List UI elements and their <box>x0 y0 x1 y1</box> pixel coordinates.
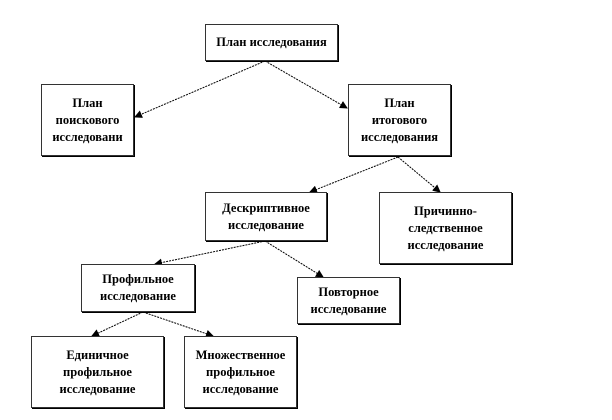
node-label: следственное <box>408 220 483 235</box>
node-label: исследования <box>360 129 439 144</box>
node-label: План исследования <box>216 35 327 49</box>
arrow-descriptive-to-repeated <box>264 240 324 278</box>
node-profile: Профильное исследование <box>81 264 195 312</box>
node-label: профильное <box>206 364 275 379</box>
node-label: Причинно- <box>414 203 477 218</box>
node-exploratory-plan: План поискового исследовани <box>41 84 134 156</box>
node-label: исследование <box>407 237 484 252</box>
node-research-plan: План исследования <box>205 24 338 61</box>
arrow-final-to-causal <box>397 156 441 193</box>
node-label: Единичное <box>66 347 129 362</box>
node-label: профильное <box>63 364 132 379</box>
node-label: исследование <box>202 381 279 396</box>
arrow-final-to-descriptive <box>309 156 399 194</box>
node-label: исследование <box>59 381 136 396</box>
arrow-root-to-final <box>264 60 348 109</box>
node-multiple-profile: Множественное профильное исследование <box>184 336 297 408</box>
arrow-profile-to-multiple <box>142 311 214 338</box>
node-label: Повторное <box>318 284 379 299</box>
node-label: План <box>72 95 103 110</box>
arrow-root-to-search <box>134 60 266 118</box>
node-label: поискового <box>55 112 120 127</box>
node-label: исследование <box>228 217 304 232</box>
node-label: Дескриптивное <box>222 200 310 215</box>
node-repeated: Повторное исследование <box>297 277 400 324</box>
node-label: Множественное <box>195 347 286 362</box>
arrow-descriptive-to-profile <box>154 240 266 267</box>
node-label: итогового <box>371 112 428 127</box>
node-label: исследовани <box>52 129 123 144</box>
node-label: План <box>384 95 415 110</box>
node-final-plan: План итогового исследования <box>348 84 451 156</box>
node-descriptive: Дескриптивное исследование <box>205 192 327 241</box>
node-label: исследование <box>310 301 387 316</box>
node-causal: Причинно- следственное исследование <box>379 192 512 264</box>
arrow-profile-to-single <box>91 311 144 337</box>
node-label: Профильное <box>102 272 174 286</box>
node-label: исследование <box>100 289 176 303</box>
node-single-profile: Единичное профильное исследование <box>31 336 164 408</box>
